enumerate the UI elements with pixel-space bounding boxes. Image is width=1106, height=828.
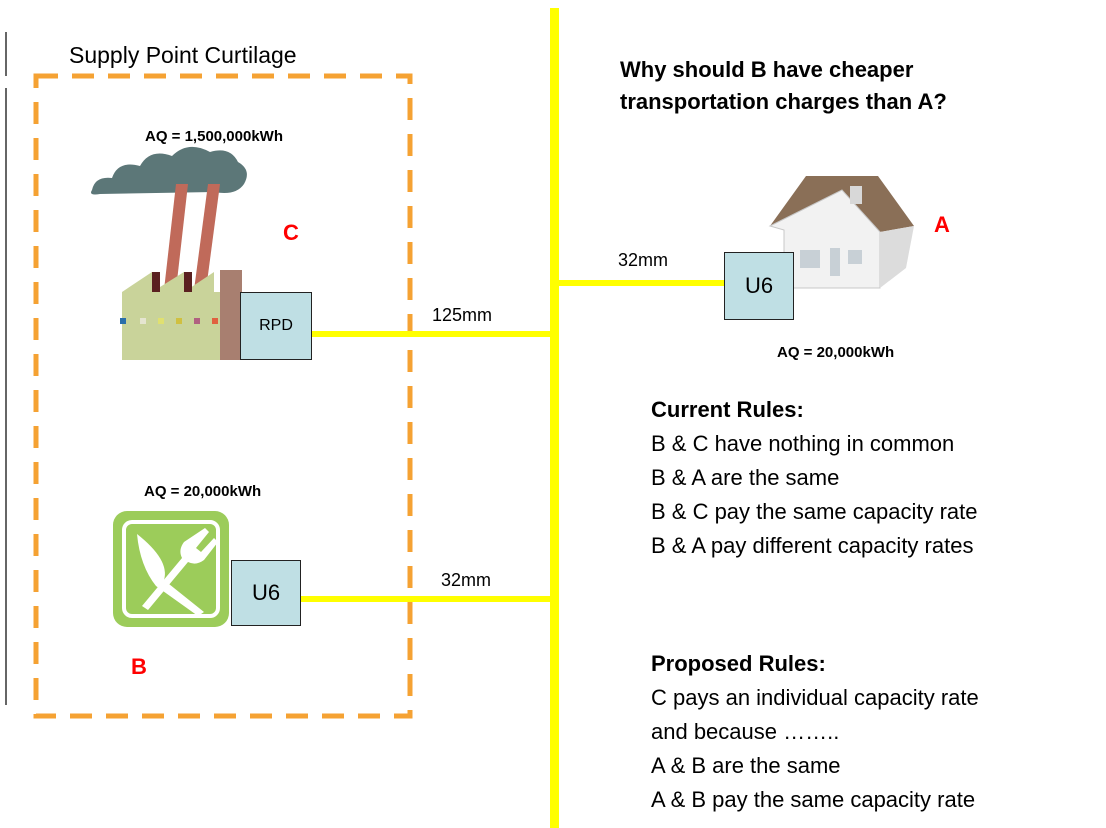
proposed-rule-item: A & B are the same (651, 753, 841, 778)
site-a-label: A (934, 212, 950, 237)
meter-b-u6: U6 (231, 560, 301, 626)
meter-c-rpd: RPD (240, 292, 312, 360)
pipe-a-size: 32mm (618, 250, 669, 270)
current-rule-item: B & C have nothing in common (651, 431, 955, 456)
current-rule-item: B & C pay the same capacity rate (651, 499, 978, 524)
house-icon (768, 176, 914, 289)
current-rules-heading: Current Rules: (651, 397, 804, 422)
proposed-rule-item: A & B pay the same capacity rate (651, 787, 976, 812)
proposed-rule-item: C pays an individual capacity rate (651, 685, 979, 710)
restaurant-fork-knife-icon (113, 511, 229, 627)
question-line-2: transportation charges than A? (620, 89, 947, 114)
pipe-b (300, 596, 553, 602)
site-c-label: C (283, 220, 299, 245)
pipe-b-size: 32mm (441, 570, 492, 590)
proposed-rules: Proposed Rules: C pays an individual cap… (651, 647, 979, 817)
site-c-aq: AQ = 1,500,000kWh (145, 128, 283, 145)
pipe-c (311, 331, 553, 337)
factory-icon (91, 146, 247, 360)
site-b-label: B (131, 654, 147, 679)
current-rule-item: B & A pay different capacity rates (651, 533, 974, 558)
site-a-aq: AQ = 20,000kWh (777, 344, 895, 361)
current-rules: Current Rules: B & C have nothing in com… (651, 393, 978, 563)
meter-a-u6: U6 (724, 252, 794, 320)
gas-main-pipe (550, 8, 559, 828)
pipe-c-size: 125mm (432, 305, 493, 325)
current-rule-item: B & A are the same (651, 465, 840, 490)
question: Why should B have cheaper transportation… (620, 54, 947, 118)
curtilage-label: Supply Point Curtilage (67, 42, 299, 69)
proposed-rule-item: and because …….. (651, 719, 840, 744)
pipe-a (556, 280, 724, 286)
proposed-rules-heading: Proposed Rules: (651, 651, 826, 676)
curtilage-boundary (33, 73, 413, 719)
site-b-aq: AQ = 20,000kWh (144, 483, 262, 500)
question-line-1: Why should B have cheaper (620, 57, 914, 82)
